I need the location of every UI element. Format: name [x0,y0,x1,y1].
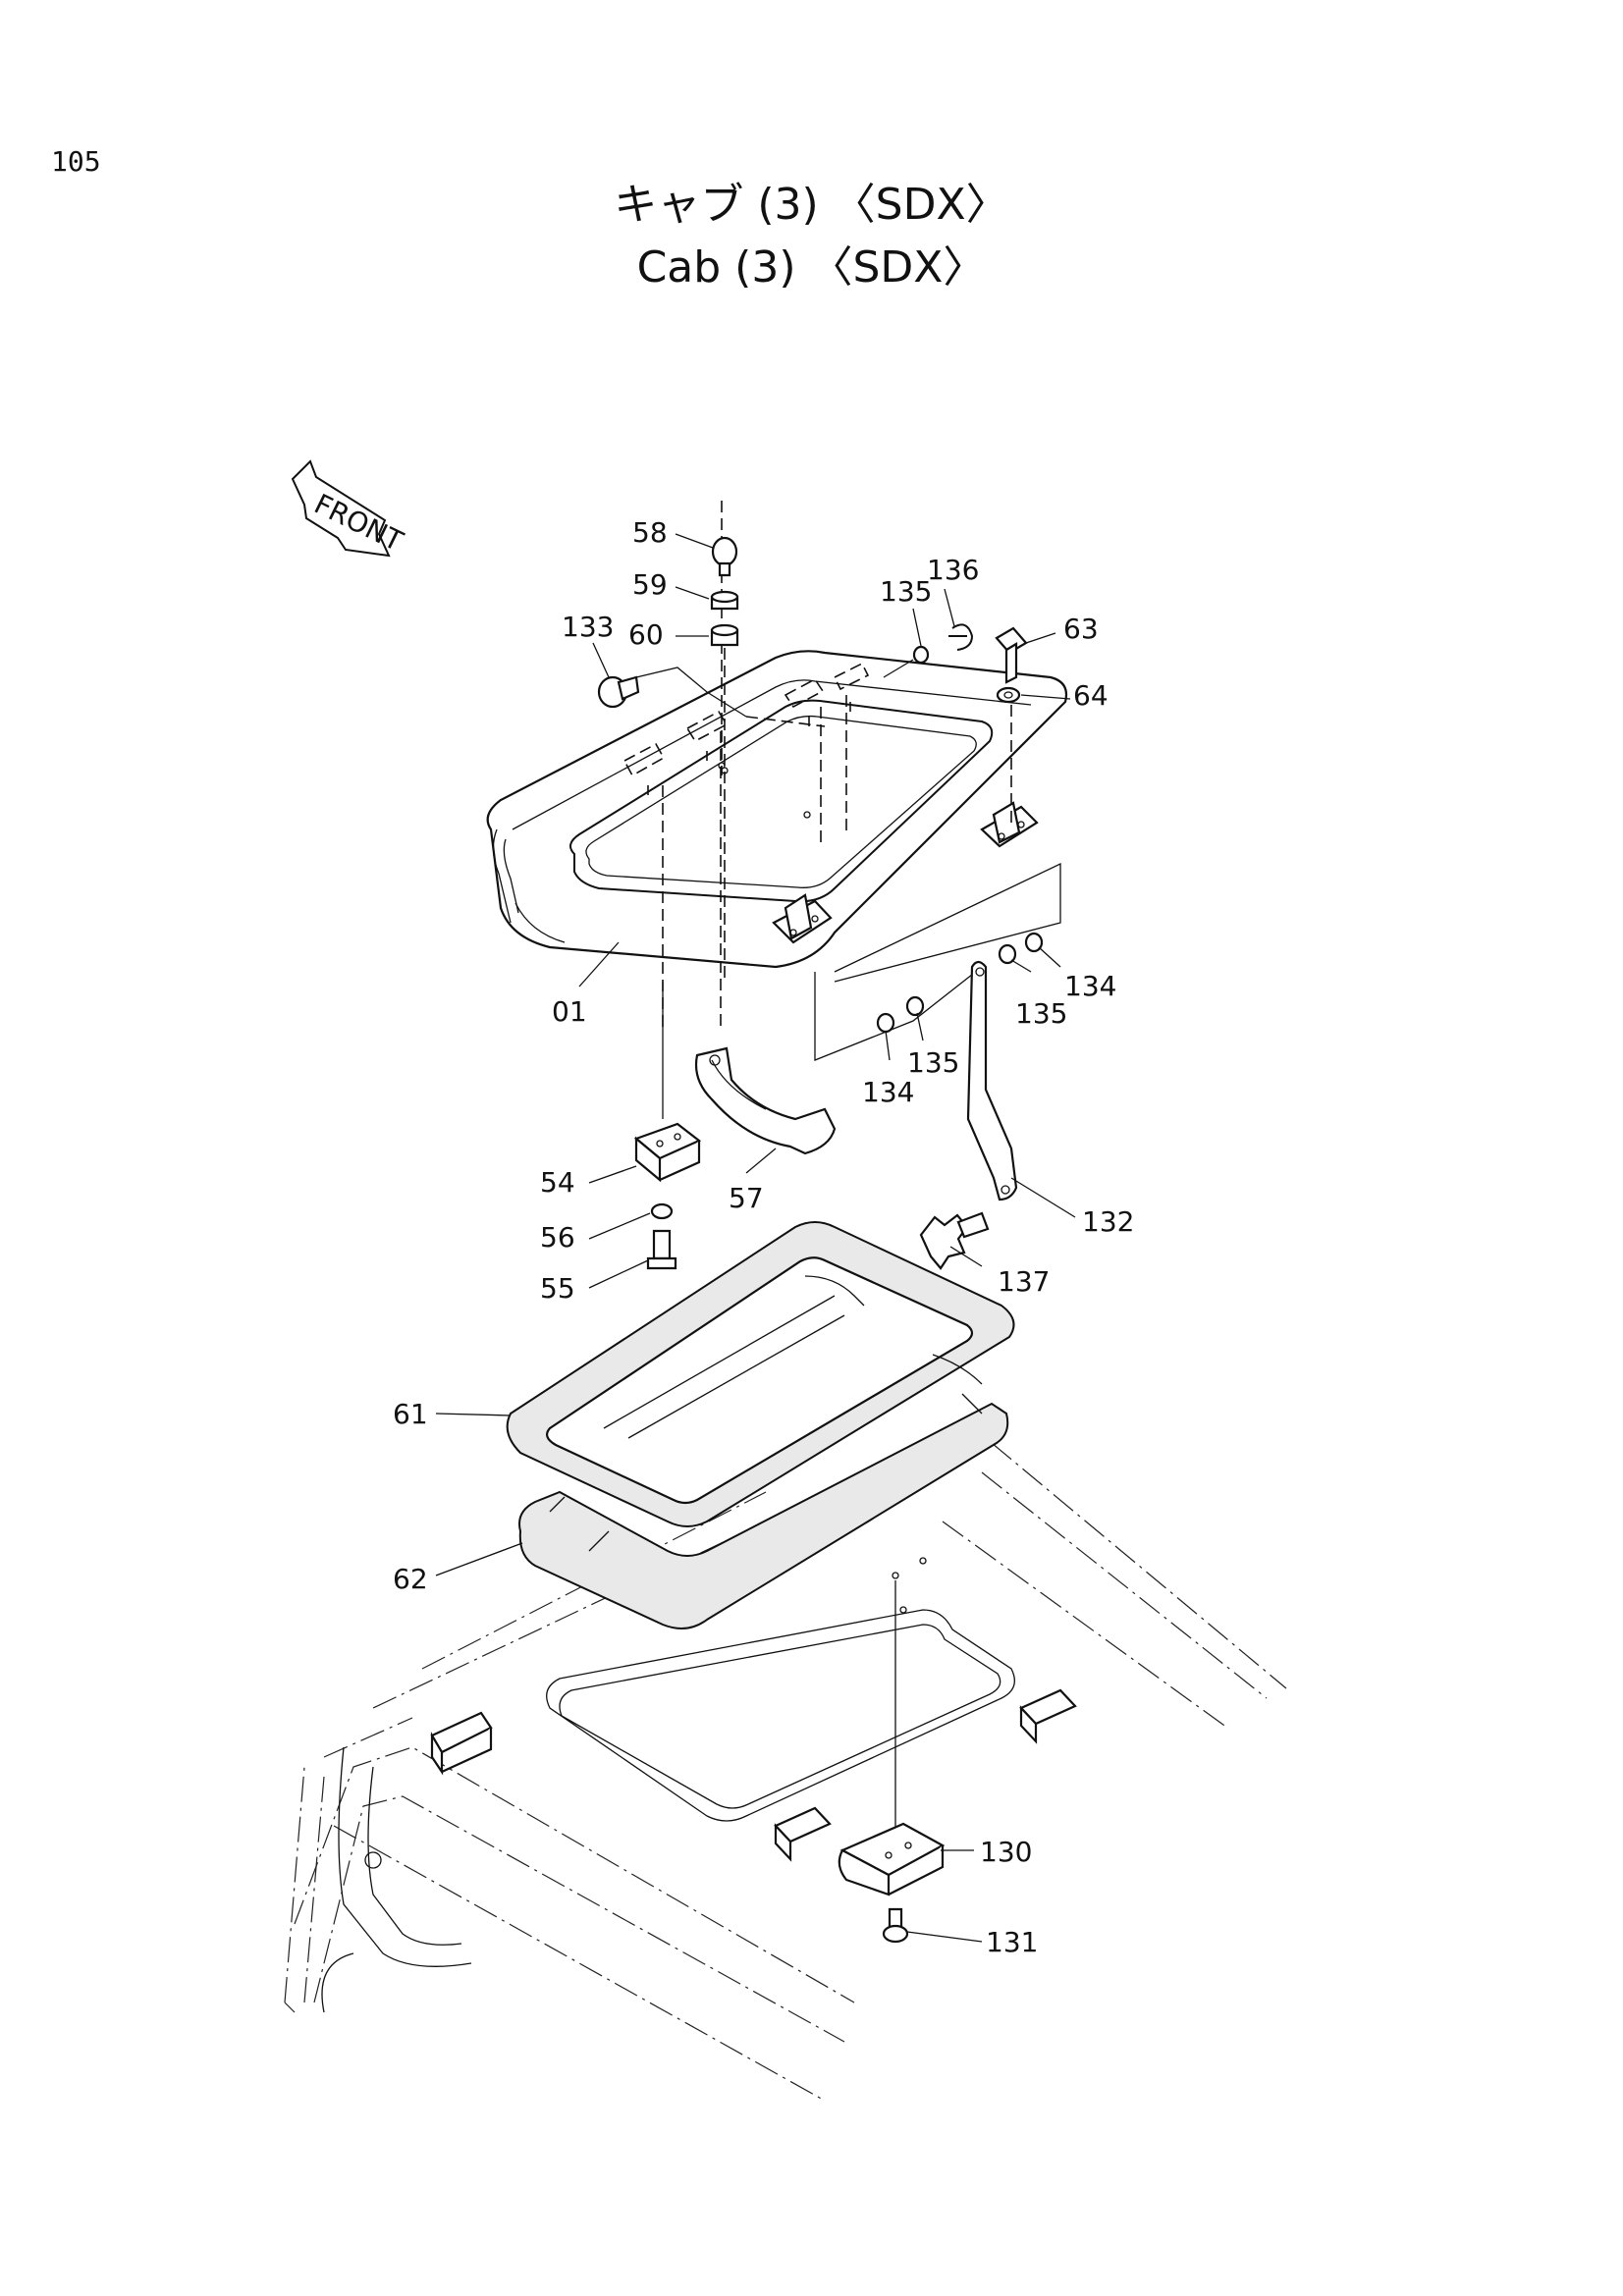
clip-part-136 [948,623,974,651]
front-label: FRONT [309,488,408,559]
callout-136: 136 [927,554,979,586]
callout-56: 56 [540,1221,575,1254]
leader-lines [435,533,1076,1943]
callout-133: 133 [562,611,614,643]
callout-135-left: 135 [907,1046,959,1079]
washer-part-56 [650,1202,674,1220]
callout-137: 137 [998,1265,1050,1298]
washer-part-135-top [912,645,930,665]
stay-rod-part-132 [966,960,1018,1201]
hinge-front [772,893,833,944]
callout-135-top: 135 [880,575,932,608]
knob-part-58 [711,536,738,577]
washer-part-64 [996,686,1021,704]
front-arrow-icon: FRONT [291,459,408,559]
hinge-rear [980,801,1039,848]
callout-61: 61 [393,1398,428,1430]
handle-part-57 [694,1046,837,1155]
callout-58: 58 [632,516,668,549]
callout-60: 60 [628,618,664,651]
callout-57: 57 [729,1182,764,1214]
roof-window-opening [546,1609,1015,1822]
part-133-line [635,667,826,727]
callout-55: 55 [540,1272,575,1305]
nut-part-60 [710,623,739,647]
bolt-part-63 [995,626,1028,684]
bracket-part-54 [633,1122,702,1183]
linkage-lines [814,862,1061,1061]
seal-part-62 [518,1275,1009,1629]
callout-01: 01 [552,995,587,1028]
bolt-part-131 [882,1907,909,1944]
callout-132: 132 [1082,1205,1134,1238]
page-title-english: Cab (3) 〈SDX〉 [636,242,987,293]
nut-part-59 [710,590,739,611]
washer-part-135-left [905,995,925,1017]
roof-brackets [430,1688,1077,1862]
stopper-part-133 [597,675,640,709]
callout-130: 130 [980,1836,1032,1868]
callout-62: 62 [393,1563,428,1595]
callout-135-right: 135 [1015,997,1067,1030]
callout-134-right: 134 [1064,970,1116,1002]
hatch-lid-part-01 [486,650,1068,969]
bracket-part-130 [838,1822,946,1896]
washer-part-134-left [876,1012,895,1034]
callout-63: 63 [1063,613,1099,645]
callout-59: 59 [632,568,668,601]
callout-64: 64 [1073,679,1109,712]
seal-part-61 [506,1221,1015,1527]
callout-labels: 58 59 60 133 135 136 63 64 01 134 135 13… [393,516,1134,1958]
callout-54: 54 [540,1166,575,1199]
knob-part-137 [919,1211,990,1270]
page-title-japanese: キャブ (3) 〈SDX〉 [614,180,1009,230]
washer-part-134-right [1024,932,1044,953]
callout-131: 131 [986,1926,1038,1958]
page-number: 105 [51,145,101,178]
bolt-part-55 [646,1229,677,1270]
callout-134-left: 134 [862,1076,914,1108]
washer-part-135-right [998,943,1017,965]
